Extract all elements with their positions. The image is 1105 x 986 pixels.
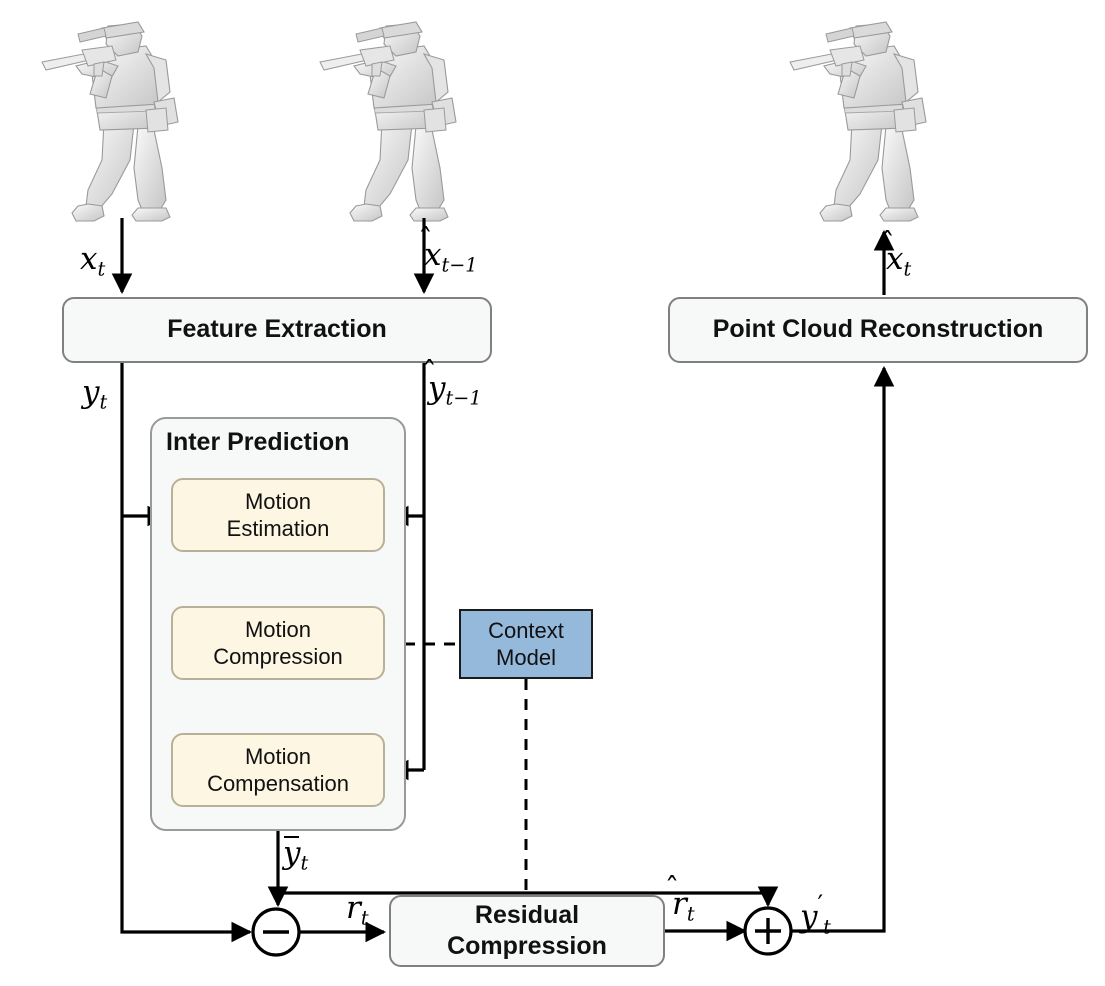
add-node: [743, 906, 793, 956]
feature-extraction-box[interactable]: Feature Extraction: [62, 297, 492, 363]
context-model-line2: Model: [496, 645, 556, 670]
context-model-box[interactable]: Context Model: [459, 609, 593, 679]
subtract-node: [251, 907, 301, 957]
inter-prediction-title: Inter Prediction: [166, 428, 350, 456]
residual-compression-line2: Compression: [447, 932, 607, 960]
motion-compression-box[interactable]: Motion Compression: [171, 606, 385, 680]
label-r-hat-t: ̂rt: [672, 886, 695, 926]
edge-yt-spine: [120, 363, 253, 943]
motion-estimation-line2: Estimation: [226, 516, 330, 541]
label-y-hat-t-minus-1: ̂yt−1: [428, 370, 482, 410]
motion-compression-line1: Motion: [244, 616, 312, 642]
label-x-t: xt: [80, 241, 106, 281]
label-y-t: yt: [82, 374, 108, 414]
motion-compression-line2: Compression: [213, 644, 343, 669]
context-model-line1: Context: [488, 617, 564, 643]
label-y-prime-t: y′t: [800, 890, 831, 939]
motion-compensation-line1: Motion: [244, 743, 312, 769]
label-y-bar-t: yt: [283, 835, 309, 875]
label-x-hat-t-minus-1: ̂xt−1: [424, 237, 478, 277]
motion-compensation-box[interactable]: Motion Compensation: [171, 733, 385, 807]
motion-estimation-box[interactable]: Motion Estimation: [171, 478, 385, 552]
label-x-hat-t: ̂xt: [886, 241, 912, 281]
motion-estimation-line1: Motion: [244, 488, 312, 514]
edge-yprime: [791, 365, 895, 933]
edge-ybar-to-add: [278, 886, 779, 908]
residual-compression-box[interactable]: Residual Compression: [389, 895, 665, 967]
motion-compensation-line2: Compensation: [207, 771, 349, 796]
label-r-t: rt: [346, 890, 369, 930]
residual-compression-line1: Residual: [474, 900, 580, 929]
point-cloud-reconstruction-box[interactable]: Point Cloud Reconstruction: [668, 297, 1088, 363]
